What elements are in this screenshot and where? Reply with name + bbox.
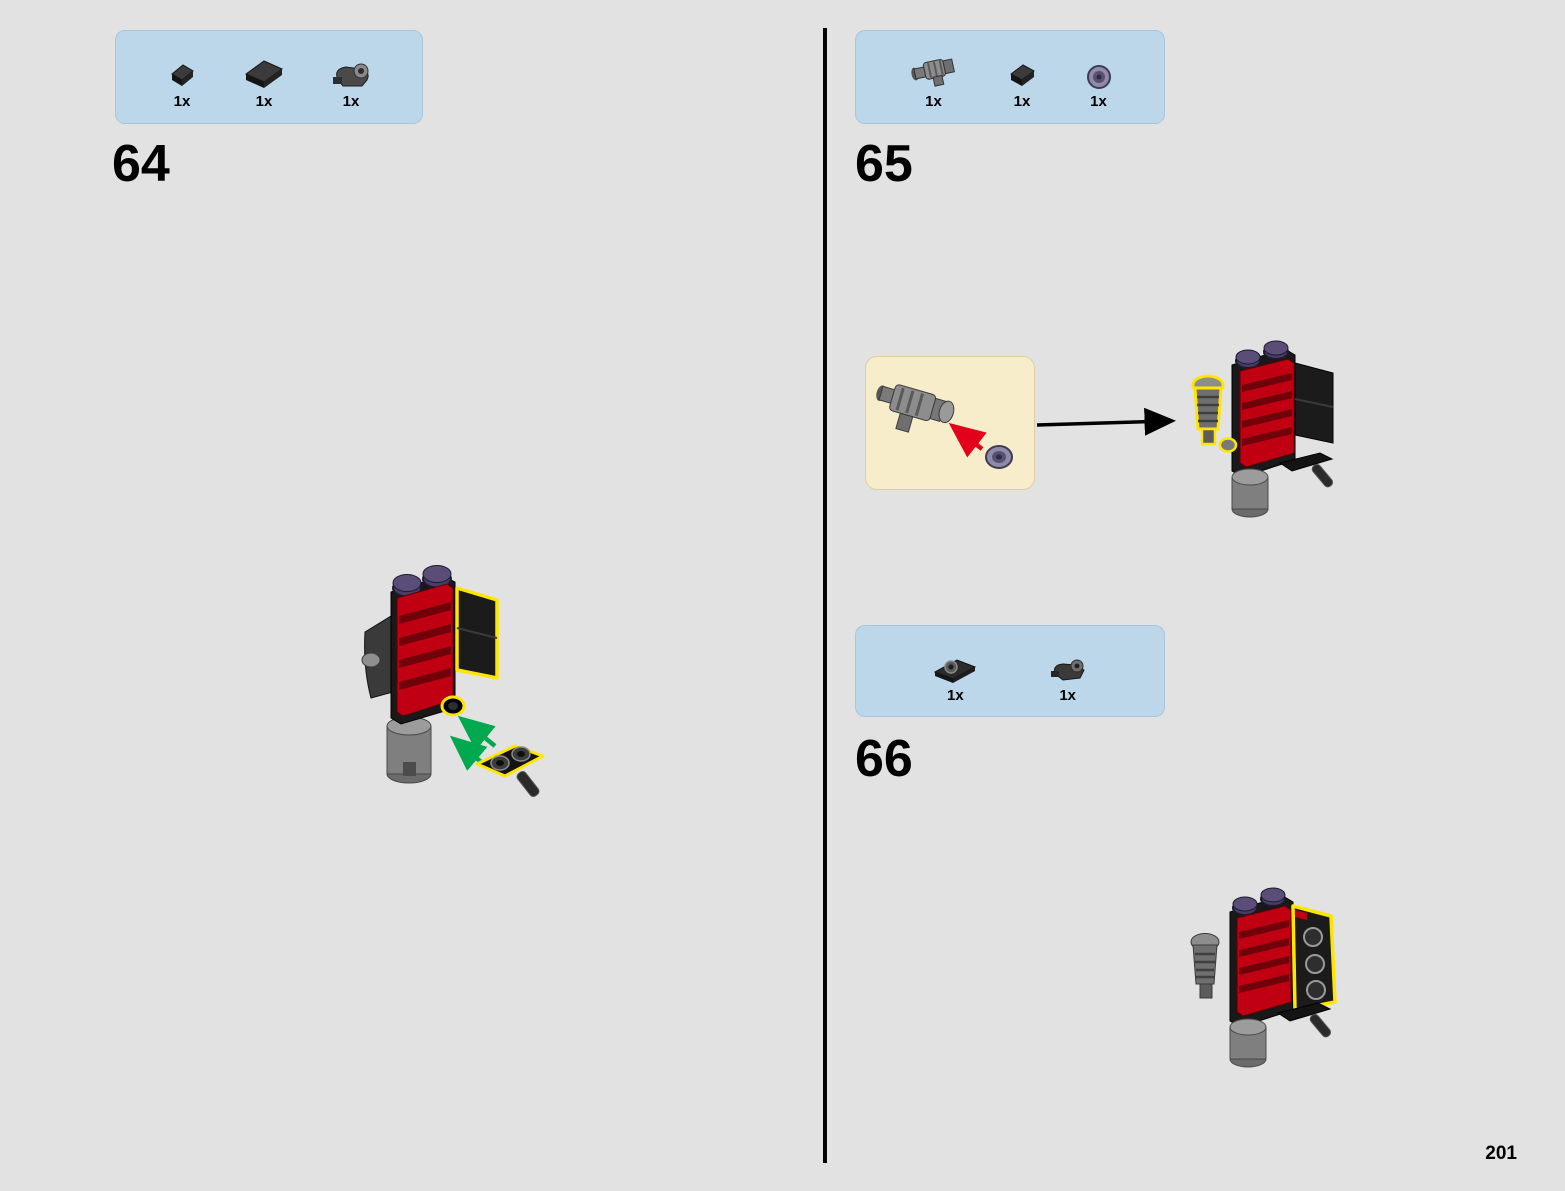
slope-pieces <box>1294 362 1334 444</box>
step65-detail-inset <box>865 356 1035 490</box>
bottom-clip-bar <box>1276 1002 1332 1038</box>
red-insert-arrow <box>948 422 987 458</box>
highlighted-slope-pieces <box>455 586 499 680</box>
part-qty: 1x <box>1013 93 1031 110</box>
blaster-barrel-icon <box>907 46 961 92</box>
step-number-66: 66 <box>855 730 913 788</box>
part-qty: 1x <box>946 687 964 704</box>
part-qty: 1x <box>255 93 273 110</box>
dish-piece <box>985 445 1013 469</box>
step64-parts-box: 1x 1x 1x <box>115 30 423 124</box>
part-item: 1x <box>1084 46 1114 110</box>
part-item: 1x <box>162 46 202 110</box>
highlighted-socket <box>440 695 466 717</box>
studs <box>392 565 452 598</box>
step65-parts-box: 1x 1x 1x <box>855 30 1165 124</box>
part-qty: 1x <box>1059 687 1076 704</box>
blaster <box>1190 933 1220 999</box>
step-number-65: 65 <box>855 135 913 193</box>
pointer-arrow <box>1037 408 1176 436</box>
step66-assembly-illustration <box>1175 880 1350 1075</box>
column-divider <box>823 28 827 1163</box>
loose-clip-plate <box>475 744 545 797</box>
step65-assembly-illustration <box>1180 335 1345 520</box>
studs <box>1235 340 1289 369</box>
part-qty: 1x <box>925 93 942 110</box>
cylinder-leg <box>1231 468 1269 518</box>
step64-assembly-illustration <box>335 540 570 800</box>
robot-arm-clip-icon <box>326 46 376 92</box>
studs <box>1232 887 1286 916</box>
part-item: 1x <box>326 46 376 110</box>
red-ribbed-panel <box>1239 358 1295 468</box>
part-item: 1x <box>929 640 981 704</box>
arm-bracket <box>361 615 394 699</box>
red-ribbed-panel <box>1236 905 1292 1017</box>
slope-brick-small-icon <box>1001 46 1043 92</box>
part-item: 1x <box>238 46 290 110</box>
slope-brick-small-icon <box>162 46 202 92</box>
blaster-piece <box>876 384 955 433</box>
step-number-64: 64 <box>112 135 170 193</box>
bar-clip-icon <box>1045 640 1091 686</box>
highlighted-blaster <box>1191 374 1225 446</box>
part-item: 1x <box>1001 46 1043 110</box>
cylinder-leg <box>386 716 432 784</box>
page-number: 201 <box>1485 1143 1517 1164</box>
part-item: 1x <box>1045 640 1091 704</box>
highlighted-clip <box>1218 437 1238 453</box>
red-ribbed-panel <box>396 583 454 717</box>
step66-parts-box: 1x 1x <box>855 625 1165 717</box>
part-qty: 1x <box>173 93 191 110</box>
part-qty: 1x <box>1090 93 1107 110</box>
cylinder-leg <box>1229 1018 1267 1068</box>
slope-brick-large-icon <box>238 46 290 92</box>
clip-plate-icon <box>929 640 981 686</box>
round-dish-icon <box>1084 46 1114 92</box>
bottom-clip-bar <box>1278 452 1334 488</box>
part-qty: 1x <box>342 93 360 110</box>
part-item: 1x <box>907 46 961 110</box>
highlighted-clip-panel <box>1291 904 1337 1012</box>
